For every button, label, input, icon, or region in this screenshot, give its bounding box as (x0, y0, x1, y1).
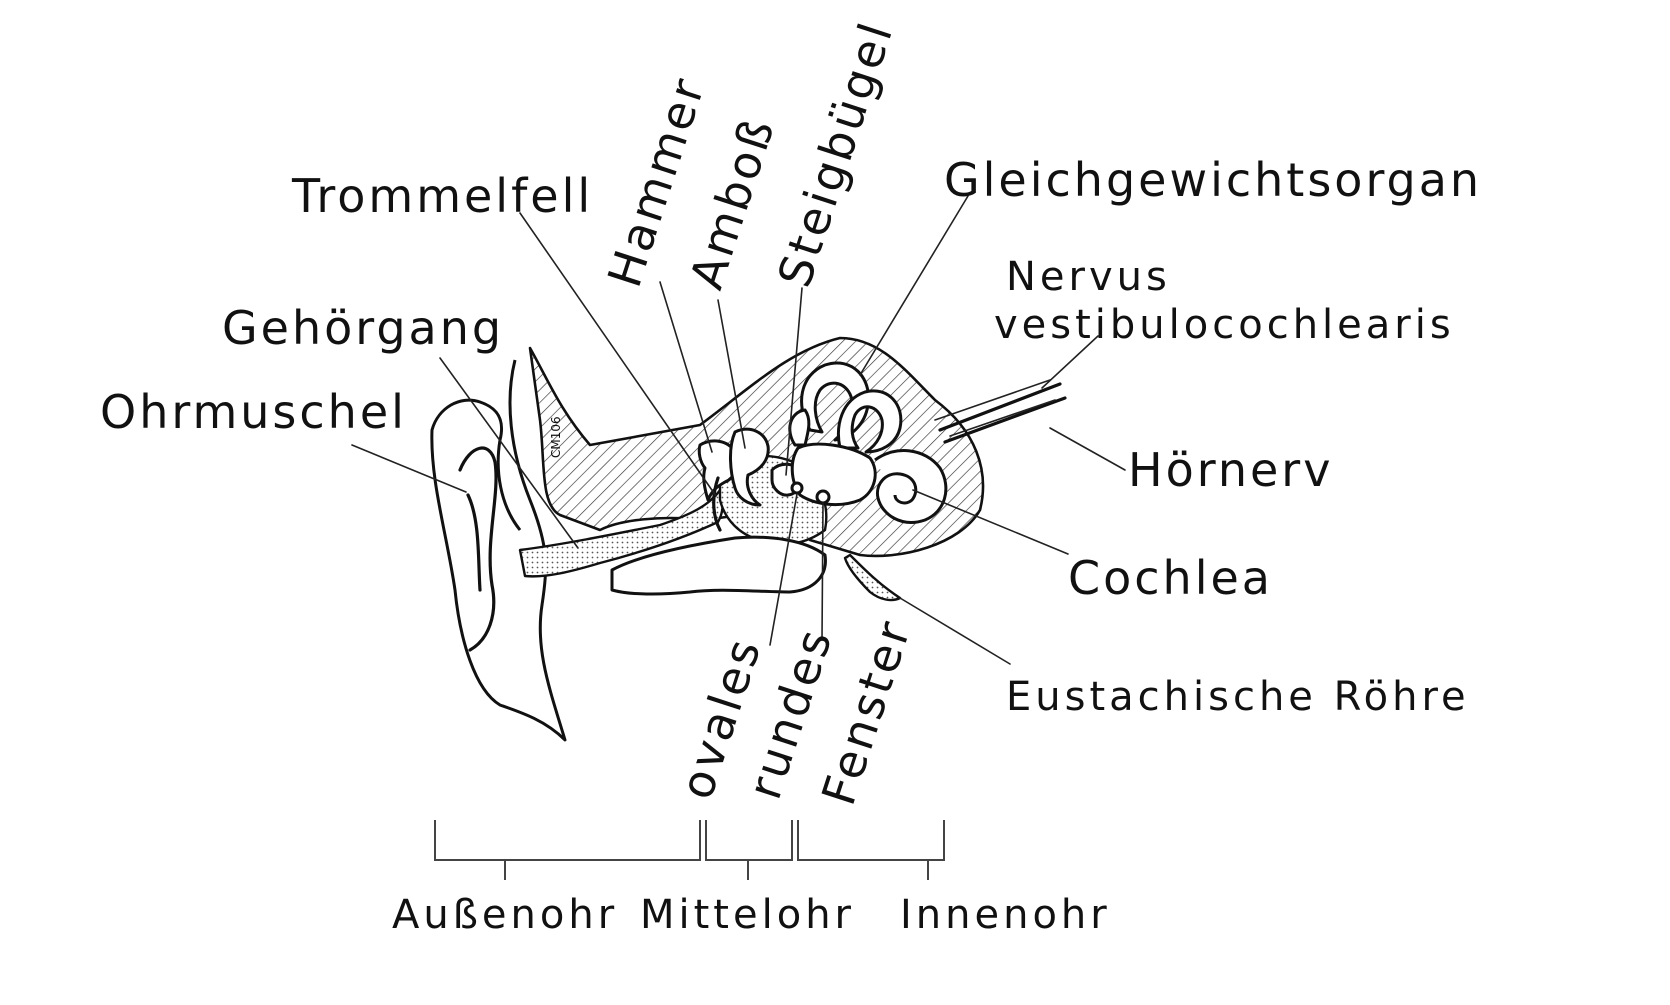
leader-eustachische (899, 597, 1011, 665)
label-ohrmuschel: Ohrmuschel (100, 385, 407, 439)
leader-steigbuegel (785, 287, 803, 476)
nerve-bundle-lower (943, 396, 1067, 444)
auricle-inner-fold (458, 446, 498, 652)
bracket-mittelohr (705, 820, 793, 880)
label-hoernerv: Hörnerv (1128, 443, 1333, 497)
leader-hammer (659, 281, 713, 453)
oval-window-marker (790, 481, 804, 495)
eardrum (712, 476, 722, 532)
eustachian-tube (610, 535, 827, 596)
semicircular-canal-2 (836, 389, 903, 454)
bracket-innenohr (797, 820, 945, 880)
nerve-bundle-mid (949, 399, 1056, 437)
leader-amboss (717, 299, 746, 449)
leader-gleichgewichtsorgan (859, 195, 969, 376)
region-innenohr: Innenohr (900, 892, 1111, 938)
leader-ovales (769, 493, 798, 646)
label-trommelfell: Trommelfell (291, 169, 593, 223)
auricle (430, 359, 567, 742)
region-mittelohr: Mittelohr (640, 892, 855, 938)
nerve-bundle-top (934, 379, 1051, 421)
amboss-ossicle (729, 427, 770, 507)
eustachian-canal-outlet (843, 553, 902, 602)
leader-hoernerv (1049, 427, 1126, 471)
label-cochlea: Cochlea (1068, 551, 1273, 605)
label-eustachische-roehre: Eustachische Röhre (1006, 674, 1470, 720)
vestibule (790, 442, 877, 506)
leader-nervus (1041, 335, 1099, 389)
nerve-bundle (938, 382, 1062, 432)
leader-rundes (821, 502, 824, 641)
cochlea-shape (874, 449, 948, 524)
bracket-aussenohr (434, 820, 701, 880)
leader-ohrmuschel (351, 444, 467, 493)
region-aussenohr: Außenohr (392, 892, 618, 938)
ear-canal (518, 488, 724, 578)
semicircular-canal-3 (788, 408, 811, 447)
label-steigbuegel: Steigbügel (767, 14, 904, 293)
leader-gehoergang (439, 357, 579, 549)
label-gleichgewichtsorgan: Gleichgewichtsorgan (944, 153, 1482, 207)
label-nervus-line1: Nervus (1006, 254, 1171, 300)
watermark-cm106: CM106 (549, 416, 563, 458)
leader-trommelfell (519, 212, 717, 497)
label-nervus-line2: vestibulocochlearis (994, 302, 1455, 348)
leader-cochlea (912, 489, 1069, 555)
antihelix-fold (466, 493, 482, 592)
round-window-marker (815, 489, 831, 505)
label-gehoergang: Gehörgang (222, 301, 504, 355)
